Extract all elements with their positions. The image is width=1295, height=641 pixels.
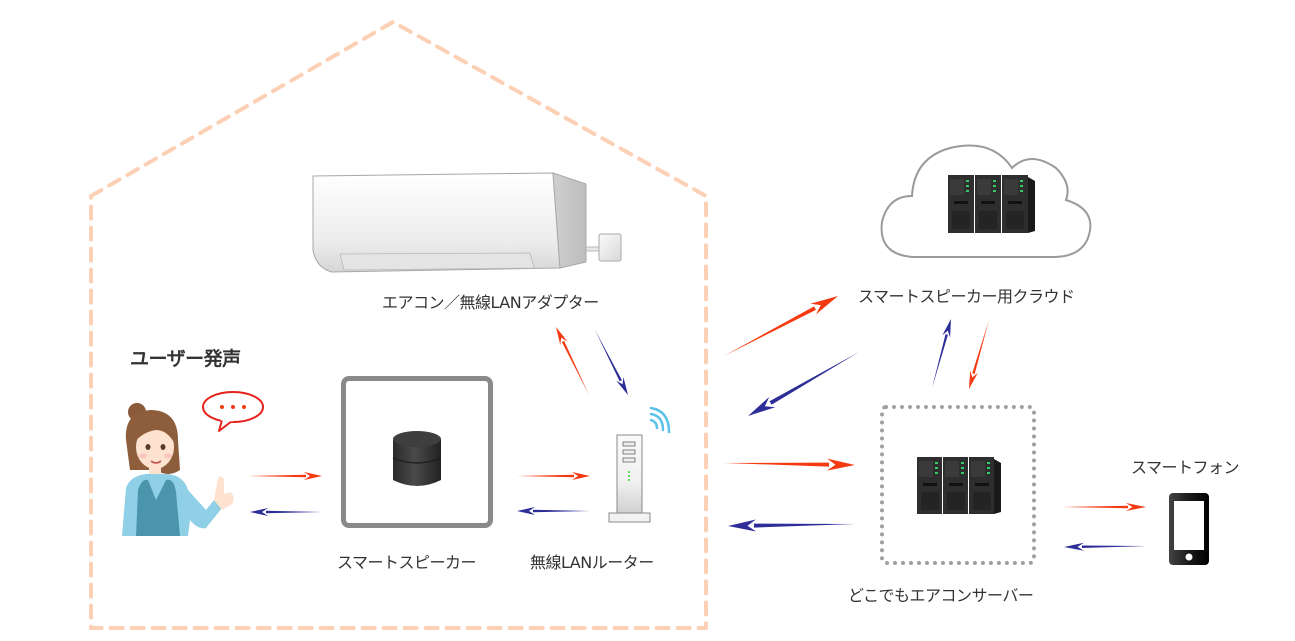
arrow-shaft xyxy=(972,320,989,374)
arrow-shaft xyxy=(1081,545,1146,549)
arrow-head xyxy=(556,327,568,345)
arrow-server-to-phone xyxy=(1062,503,1146,511)
arrow-head xyxy=(810,296,838,315)
arrow-head xyxy=(517,507,535,515)
wireless-router-label: 無線LANルーター xyxy=(530,553,654,572)
arrow-shaft xyxy=(595,330,622,382)
arrow-speaker-to-user xyxy=(250,508,322,516)
arrow-shaft xyxy=(533,509,590,513)
user-speech-label: ユーザー発声 xyxy=(130,348,241,370)
smart-speaker-label: スマートスピーカー xyxy=(337,553,477,572)
aircon-adapter-label: エアコン／無線LANアダプター xyxy=(382,293,599,312)
arrow-router-to-cloud xyxy=(724,296,838,356)
arrow-head xyxy=(1064,542,1085,551)
arrow-shaft xyxy=(517,474,574,478)
arrow-head xyxy=(1126,503,1146,511)
arrow-head xyxy=(969,370,978,389)
arrow-cloud-to-router xyxy=(748,352,859,416)
arrow-speaker-to-router xyxy=(517,472,590,480)
arrow-router-to-speaker xyxy=(517,507,590,515)
arrow-head xyxy=(748,396,776,416)
arrow-shaft xyxy=(724,462,830,467)
aircon-server-label: どこでもエアコンサーバー xyxy=(848,586,1034,605)
arrow-shaft xyxy=(724,306,816,356)
arrow-shaft xyxy=(1062,505,1128,509)
arrow-router-to-server xyxy=(724,458,855,471)
arrow-phone-to-server xyxy=(1064,542,1146,551)
arrow-server-to-cloud xyxy=(932,319,951,388)
speaker-cloud-label: スマートスピーカー用クラウド xyxy=(858,287,1075,306)
arrow-aircon-to-router xyxy=(595,330,628,395)
arrow-head xyxy=(250,508,268,516)
arrow-server-to-router xyxy=(728,519,855,532)
arrow-shaft xyxy=(753,523,855,528)
arrow-shaft xyxy=(561,340,589,395)
arrow-shaft xyxy=(769,352,859,405)
arrow-shaft xyxy=(932,334,948,388)
arrow-shaft xyxy=(266,510,322,514)
arrow-head xyxy=(572,472,590,480)
arrow-head xyxy=(728,519,757,532)
smartphone-label: スマートフォン xyxy=(1131,458,1240,477)
arrow-shaft xyxy=(248,474,306,478)
arrow-router-to-aircon xyxy=(556,327,589,395)
arrow-cloud-to-server xyxy=(969,320,989,389)
arrow-head xyxy=(304,472,322,480)
arrow-head xyxy=(616,377,628,395)
arrow-head xyxy=(826,458,855,471)
arrow-head xyxy=(942,319,951,338)
arrow-user-to-speaker xyxy=(248,472,322,480)
aircon-server-box[interactable] xyxy=(880,405,1036,565)
